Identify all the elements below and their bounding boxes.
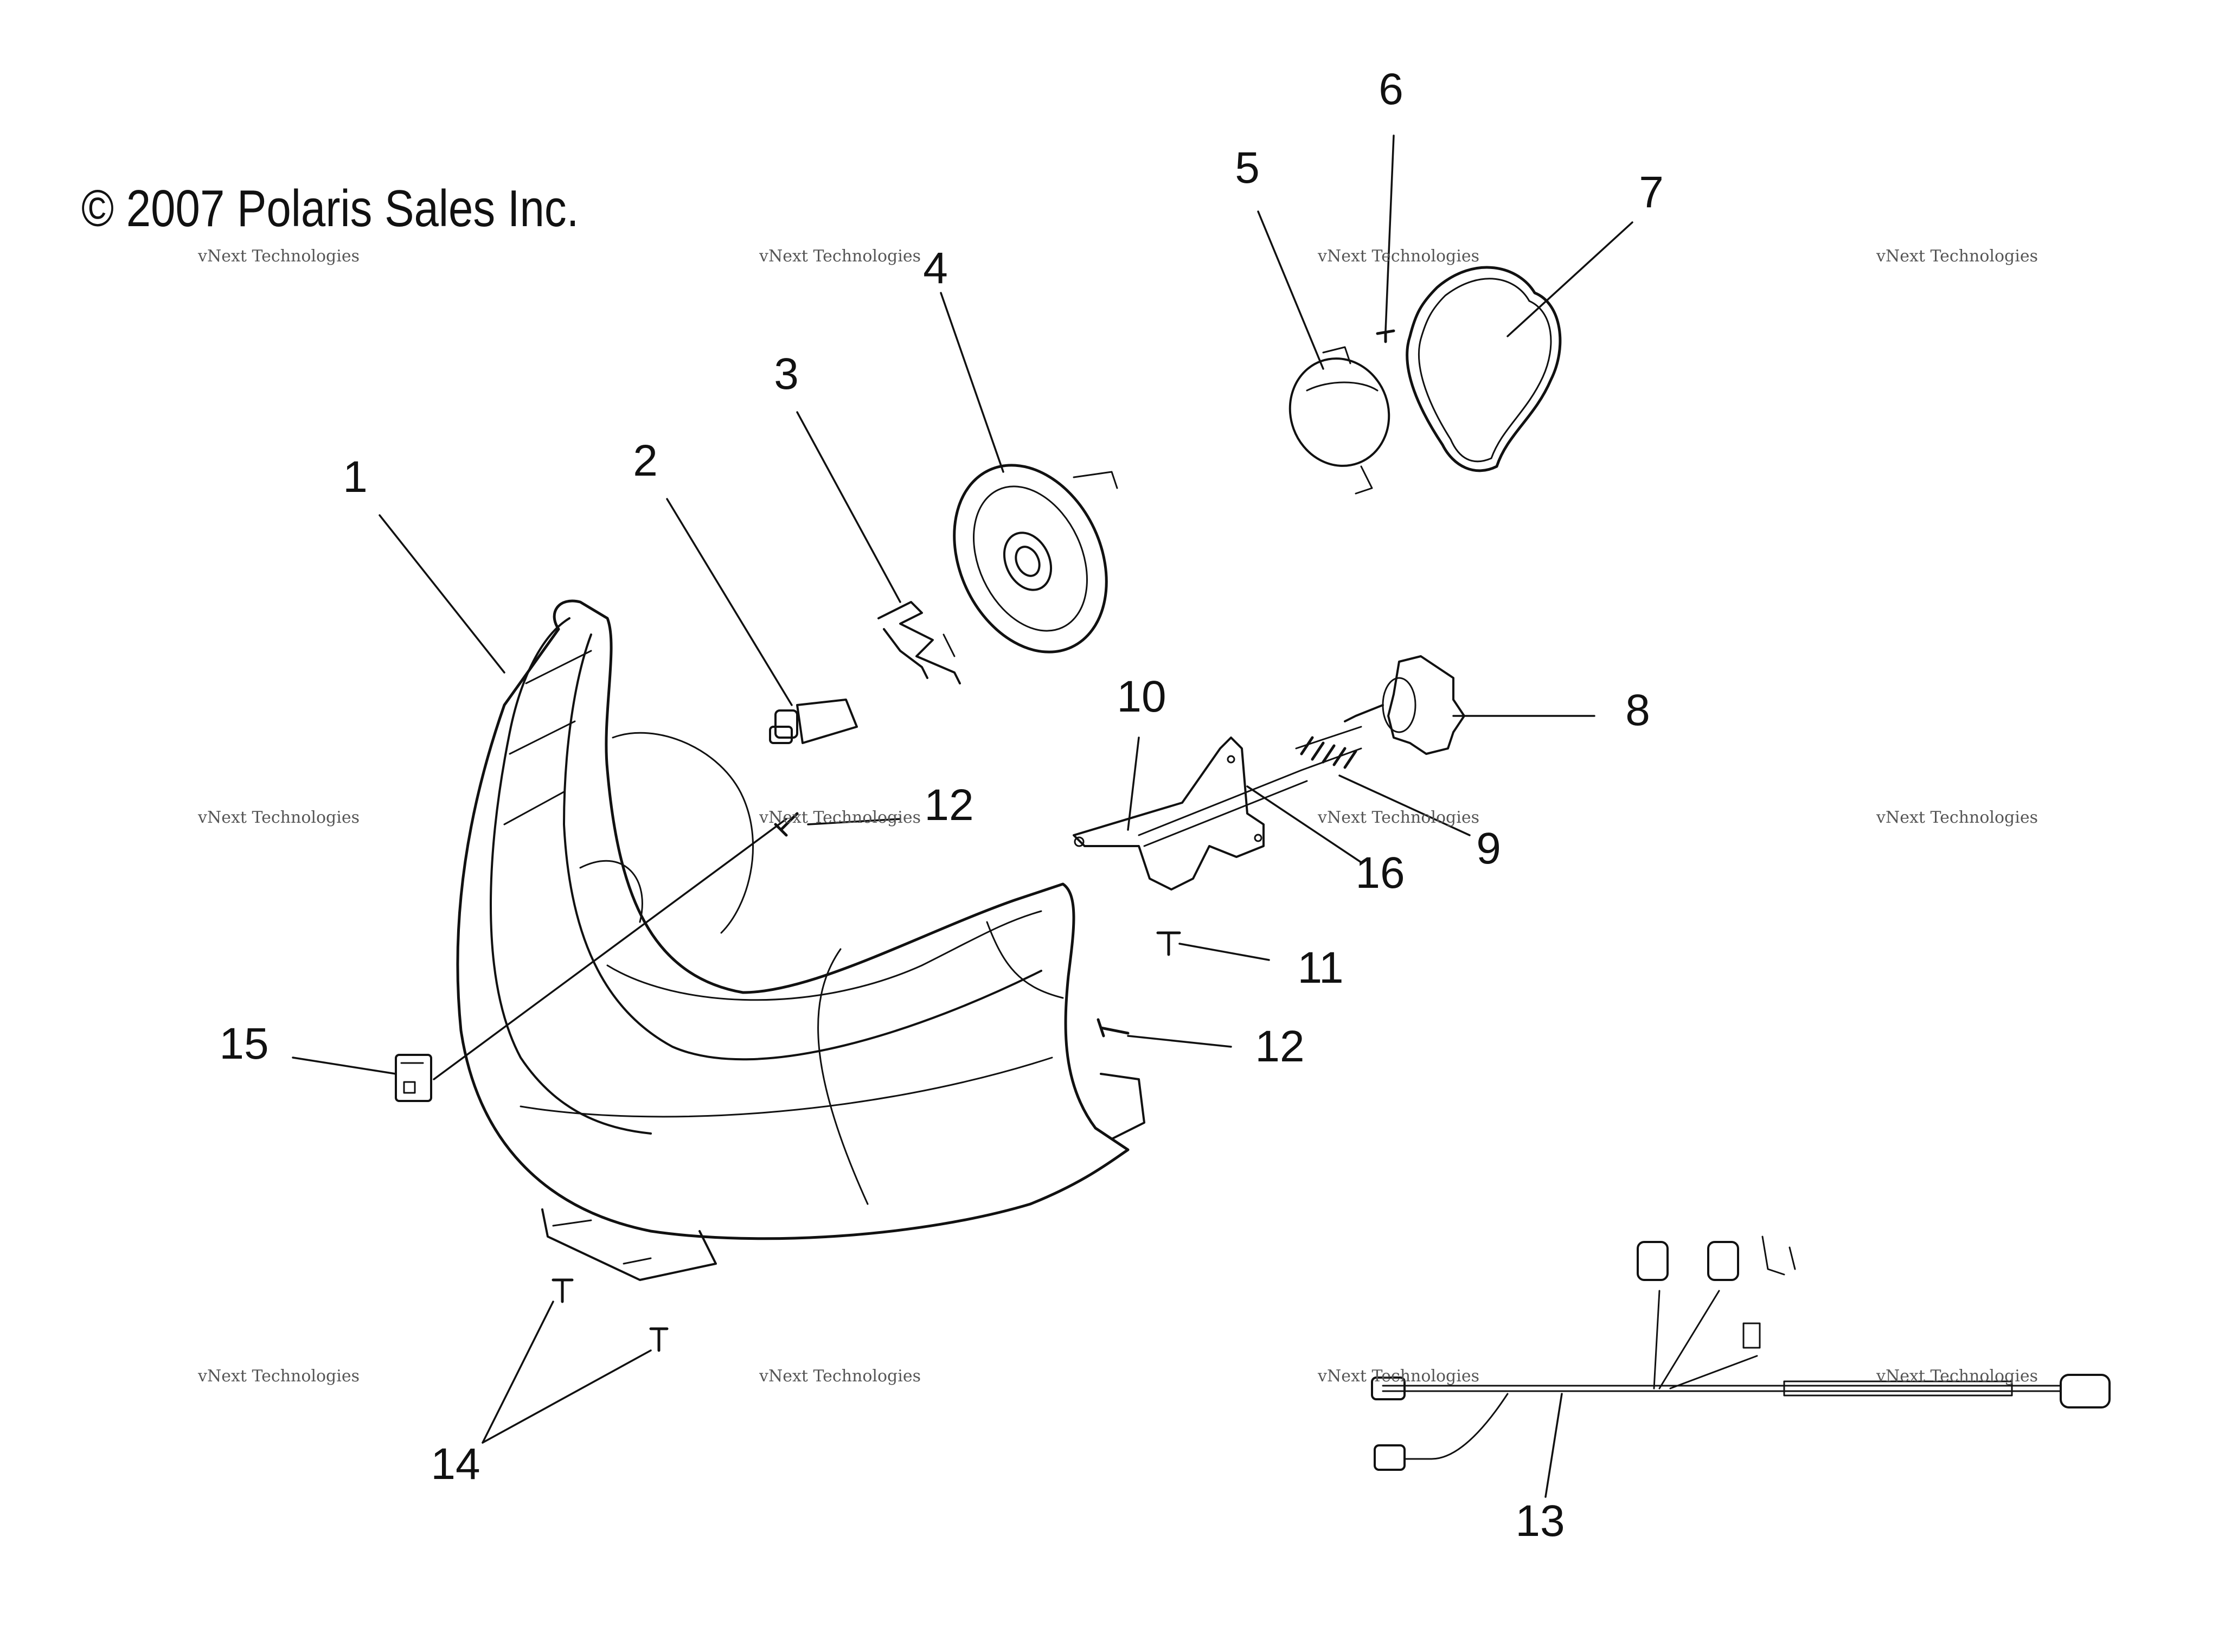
- leader-lines: [292, 135, 1633, 1498]
- copyright-notice: © 2007 Polaris Sales Inc.: [81, 180, 579, 238]
- watermark: vNext Technologies: [759, 808, 921, 827]
- callout-16: 16: [1355, 848, 1405, 898]
- headlight-housing: [456, 599, 1145, 1281]
- watermark: vNext Technologies: [759, 1367, 921, 1386]
- callout-3: 3: [774, 349, 799, 399]
- callout-1: 1: [343, 452, 368, 502]
- callout-12-lower: 12: [1255, 1022, 1305, 1071]
- watermark: vNext Technologies: [198, 1367, 360, 1386]
- watermark: vNext Technologies: [1318, 247, 1480, 266]
- small-screw: [1376, 329, 1395, 343]
- callout-2: 2: [633, 436, 658, 485]
- watermark: vNext Technologies: [1318, 1367, 1480, 1386]
- adjuster-rod: [1138, 769, 1308, 847]
- watermark: vNext Technologies: [198, 247, 360, 266]
- callout-14: 14: [431, 1439, 480, 1489]
- watermark: vNext Technologies: [1876, 808, 2038, 827]
- callout-8: 8: [1625, 686, 1650, 735]
- adjuster-bracket: [1073, 737, 1265, 891]
- callout-7: 7: [1639, 168, 1664, 217]
- bolt-14a: [552, 1278, 574, 1303]
- bolt-12-lower: [1097, 1018, 1130, 1038]
- adjuster-spring: [1295, 726, 1362, 771]
- wiring-harness: [1371, 1235, 2111, 1471]
- callout-4: 4: [923, 244, 948, 293]
- callout-11: 11: [1297, 943, 1344, 993]
- watermark: vNext Technologies: [198, 808, 360, 827]
- bolt-11: [1156, 931, 1181, 956]
- watermark: vNext Technologies: [1876, 247, 2038, 266]
- watermark: vNext Technologies: [1318, 808, 1480, 827]
- clip-nut: [395, 1054, 432, 1102]
- marker-gasket: [1406, 266, 1562, 472]
- headlight-bulb: [769, 699, 858, 744]
- adjuster-knob: [1344, 655, 1465, 755]
- callout-10: 10: [1117, 672, 1166, 721]
- callout-12-upper: 12: [924, 780, 974, 830]
- callout-13: 13: [1515, 1496, 1565, 1546]
- marker-light: [1288, 346, 1390, 495]
- callout-5: 5: [1235, 143, 1260, 193]
- callout-15: 15: [219, 1019, 269, 1068]
- watermark: vNext Technologies: [1876, 1367, 2038, 1386]
- dust-cover: [943, 464, 1118, 657]
- watermark: vNext Technologies: [759, 247, 921, 266]
- callout-6: 6: [1379, 65, 1403, 114]
- retaining-clip: [877, 601, 961, 684]
- callout-9: 9: [1476, 824, 1501, 873]
- bolt-14b: [649, 1327, 669, 1352]
